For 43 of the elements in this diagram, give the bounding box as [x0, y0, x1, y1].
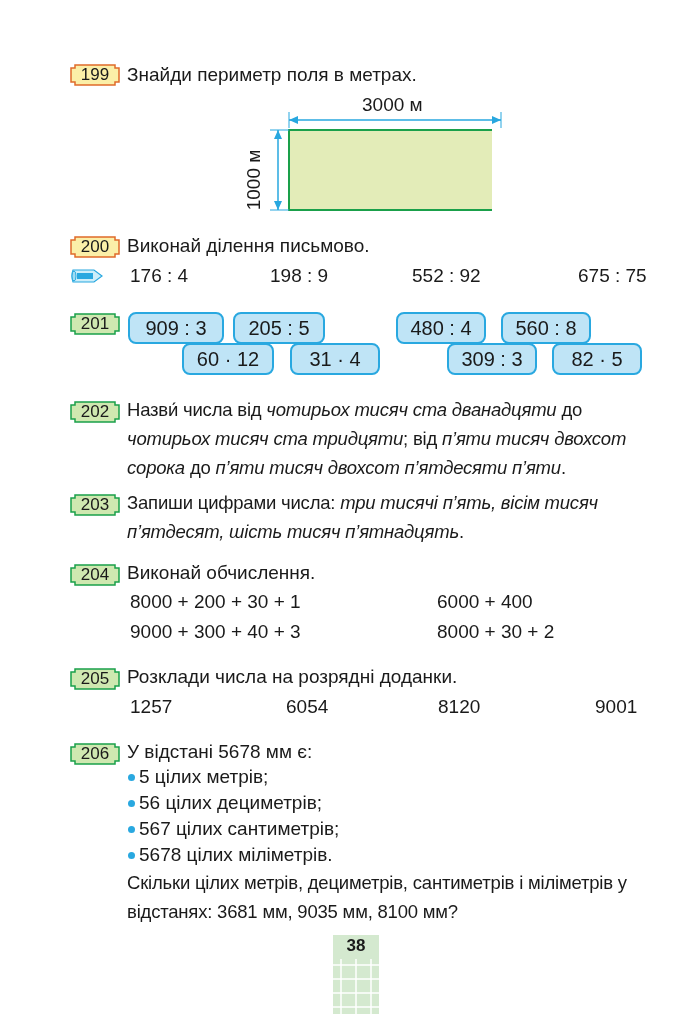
task-instruction: Виконай ділення письмово.	[127, 234, 370, 258]
expression-card: 60 · 12	[182, 343, 274, 375]
task-number-badge: 204	[70, 564, 120, 586]
number: 6054	[286, 695, 329, 719]
task-number-badge: 201	[70, 313, 120, 335]
list-item: 567 цілих сантиметрів;	[139, 817, 340, 841]
task-number-badge: 203	[70, 494, 120, 516]
task-instruction: Розклади числа на розрядні доданки.	[127, 665, 458, 689]
task-number-badge: 206	[70, 743, 120, 765]
expression-card: 31 · 4	[290, 343, 380, 375]
number: 1257	[130, 695, 173, 719]
expression-card: 82 · 5	[552, 343, 642, 375]
dimension-label: 1000 м	[242, 149, 266, 211]
task-instruction: Знайди периметр поля в метрах.	[127, 63, 417, 87]
expression: 675 : 75	[578, 264, 647, 288]
expression-card: 309 : 3	[447, 343, 537, 375]
expression-card: 909 : 3	[128, 312, 224, 344]
task-text: Назви́ числа від чотирьох тисяч ста дванадцяти до чотирьох тисяч ста тридцяти; від п’яти тисяч двохсот сорока до п’яти тисяч двохсот п’ятдесяти п’яти.	[127, 398, 628, 480]
number: 9001	[595, 695, 638, 719]
expression-card: 480 : 4	[396, 312, 486, 344]
number: 8120	[438, 695, 481, 719]
task-number-badge: 202	[70, 401, 120, 423]
task-number-badge: 205	[70, 668, 120, 690]
expression: 552 : 92	[412, 264, 481, 288]
expression: 8000 + 200 + 30 + 1	[130, 590, 301, 614]
task-number-badge: 199	[70, 64, 120, 86]
expression-card: 560 : 8	[501, 312, 591, 344]
list-item: 56 цілих дециметрів;	[139, 791, 322, 815]
task-text: Запиши цифрами числа: три тисячі п’ять, вісім тисяч п’ятдесят, шість тисяч п’ятнадцять.	[127, 491, 599, 544]
page-number-tab: 38	[333, 935, 379, 1014]
expression: 176 : 4	[130, 264, 189, 288]
dimension-label: 3000 м	[362, 93, 423, 117]
expression: 9000 + 300 + 40 + 3	[130, 620, 301, 644]
task-number-badge: 200	[70, 236, 120, 258]
expression-card: 205 : 5	[233, 312, 325, 344]
list-item: 5678 цілих міліметрів.	[139, 843, 333, 867]
task-instruction: Виконай обчислення.	[127, 561, 316, 585]
expression: 8000 + 30 + 2	[437, 620, 555, 644]
task-text: У відстані 5678 мм є:	[127, 740, 313, 764]
question-text: Скільки цілих метрів, дециметрів, сантиметрів і міліметрів у відстанях: 3681 мм, 9035 мм, 8100 мм?	[127, 871, 628, 924]
expression: 6000 + 400	[437, 590, 533, 614]
expression: 198 : 9	[270, 264, 329, 288]
list-item: 5 цілих метрів;	[139, 765, 269, 789]
